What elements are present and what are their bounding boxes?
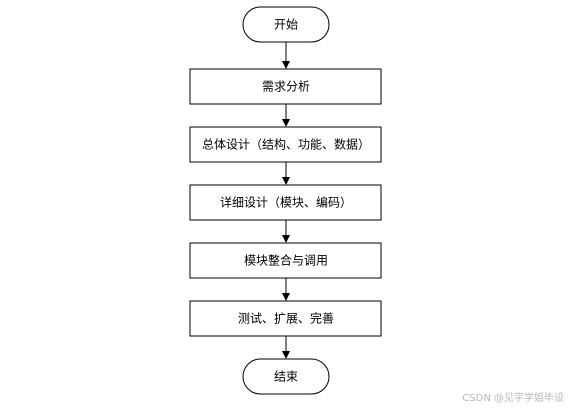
start-node-label: 开始: [274, 18, 298, 32]
process-step-label: 需求分析: [262, 80, 310, 94]
process-step-requirements-analysis: 需求分析: [189, 68, 382, 105]
process-step-label: 总体设计（结构、功能、数据）: [202, 137, 370, 152]
end-node: 结束: [242, 358, 330, 395]
process-step-detailed-design: 详细设计（模块、编码）: [189, 184, 382, 221]
process-step-module-integration: 模块整合与调用: [189, 242, 382, 279]
process-step-label: 模块整合与调用: [244, 253, 328, 268]
process-step-overall-design: 总体设计（结构、功能、数据）: [189, 126, 382, 163]
process-step-label: 测试、扩展、完善: [238, 311, 334, 326]
process-step-testing: 测试、扩展、完善: [189, 300, 382, 337]
end-node-label: 结束: [274, 370, 298, 384]
watermark-text: CSDN @见字学姐毕设: [462, 393, 564, 404]
start-node: 开始: [242, 6, 330, 43]
process-step-label: 详细设计（模块、编码）: [220, 195, 352, 210]
